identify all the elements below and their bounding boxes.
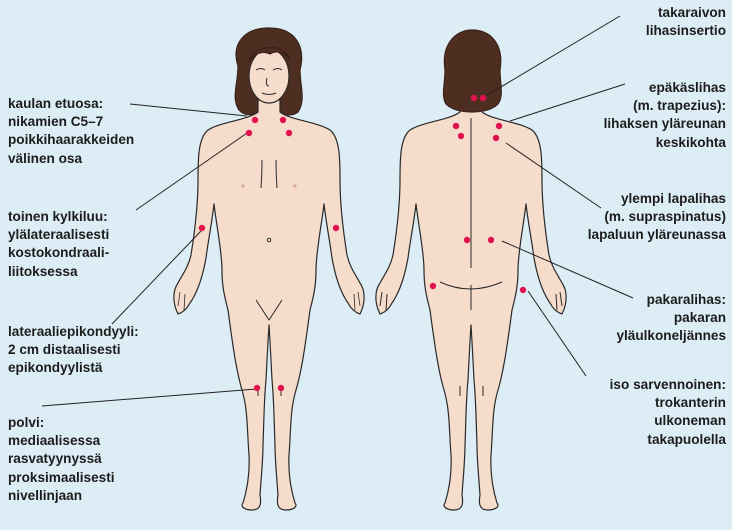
label-supraspinatus: ylempi lapalihas (m. supraspinatus) lapa… — [588, 190, 726, 245]
tender-point-trapezius-left — [453, 123, 459, 129]
back-view-body — [376, 30, 566, 510]
tender-point-trapezius-right — [496, 123, 502, 129]
label-greater-trochanter: iso sarvennoinen: trokanterin ulkoneman … — [610, 376, 726, 449]
label-neck-front: kaulan etuosa: nikamien C5–7 poikkihaara… — [8, 95, 134, 168]
tender-point-trochanter-right — [520, 287, 526, 293]
tender-point-occiput-right — [480, 95, 486, 101]
tender-point-occiput-left — [471, 95, 477, 101]
tender-point-neck-front-right — [280, 117, 286, 123]
tender-point-second-rib-left — [246, 130, 252, 136]
label-occiput: takaraivon lihasinsertio — [646, 4, 726, 40]
label-trapezius: epäkäslihas (m. trapezius): lihaksen ylä… — [604, 79, 726, 152]
label-gluteal: pakaralihas: pakaran yläulkoneljännes — [616, 291, 726, 346]
label-lateral-epicondyle: lateraaliepikondyyli: 2 cm distaalisesti… — [8, 323, 139, 378]
leader-neck-front — [130, 104, 247, 116]
tender-point-gluteal-right — [488, 237, 494, 243]
tender-point-supraspinatus-left — [458, 133, 464, 139]
tender-point-second-rib-right — [286, 130, 292, 136]
tender-point-knee-right — [278, 385, 284, 391]
leader-knee — [42, 389, 256, 406]
front-body-silhouette — [174, 100, 364, 510]
tender-point-gluteal-left — [464, 237, 470, 243]
tender-point-trochanter-left — [430, 283, 436, 289]
tender-point-neck-front-left — [252, 117, 258, 123]
tender-point-epicondyle-left — [199, 225, 205, 231]
tender-point-epicondyle-right — [333, 225, 339, 231]
front-view-body — [174, 28, 364, 510]
leader-occiput — [484, 16, 620, 97]
tender-point-supraspinatus-right — [493, 135, 499, 141]
label-second-rib: toinen kylkiluu: ylälateraalisesti kosto… — [8, 208, 109, 281]
label-knee: polvi: mediaalisessa rasvatyynyssä proks… — [8, 414, 115, 505]
tender-point-knee-left — [254, 385, 260, 391]
